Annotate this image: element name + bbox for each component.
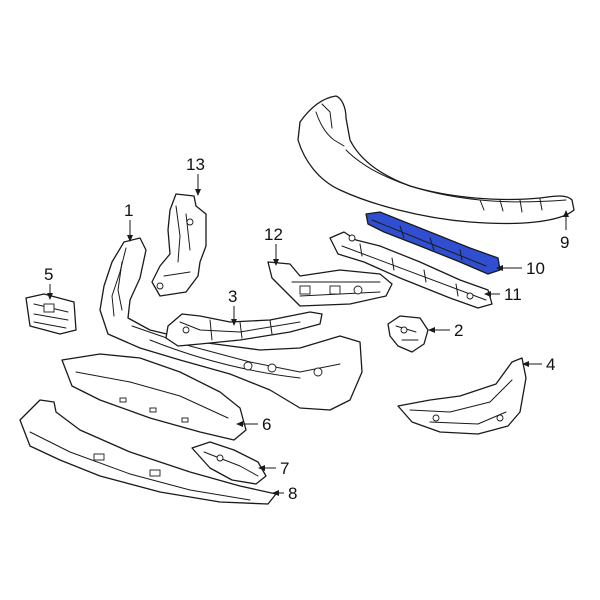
- part-10-absorber-highlighted[interactable]: [365, 211, 501, 275]
- leader-lines: [47, 174, 569, 496]
- part-11-reinforcement[interactable]: [329, 231, 493, 309]
- callout-5[interactable]: 5: [44, 265, 53, 284]
- part-4-corner-bracket[interactable]: [397, 357, 527, 435]
- callout-8[interactable]: 8: [288, 484, 297, 503]
- callout-labels: 1 2 3 4 5 6 7 8 9 10 11 12 13: [44, 155, 569, 503]
- part-2-small-bracket[interactable]: [387, 315, 429, 353]
- part-9-upper-fascia[interactable]: [297, 95, 575, 225]
- callout-10[interactable]: 10: [526, 259, 545, 278]
- callout-4[interactable]: 4: [546, 355, 555, 374]
- part-12-bracket[interactable]: [267, 261, 393, 307]
- callout-13[interactable]: 13: [186, 155, 205, 174]
- callout-11[interactable]: 11: [504, 285, 522, 304]
- callout-7[interactable]: 7: [280, 459, 289, 478]
- callout-9[interactable]: 9: [560, 233, 569, 252]
- part-7-lower-bracket[interactable]: [191, 441, 267, 485]
- callout-12[interactable]: 12: [264, 225, 283, 244]
- part-8-lower-valance[interactable]: [19, 399, 277, 505]
- callout-6[interactable]: 6: [262, 415, 271, 434]
- callout-2[interactable]: 2: [454, 321, 463, 340]
- callout-1[interactable]: 1: [124, 201, 133, 220]
- part-6-deflector[interactable]: [61, 353, 247, 441]
- part-13-side-bracket[interactable]: [151, 193, 207, 297]
- part-1-bumper-cover[interactable]: [99, 237, 363, 411]
- part-3-guide[interactable]: [165, 311, 323, 347]
- part-5-license-bracket[interactable]: [25, 293, 77, 335]
- callout-3[interactable]: 3: [228, 287, 237, 306]
